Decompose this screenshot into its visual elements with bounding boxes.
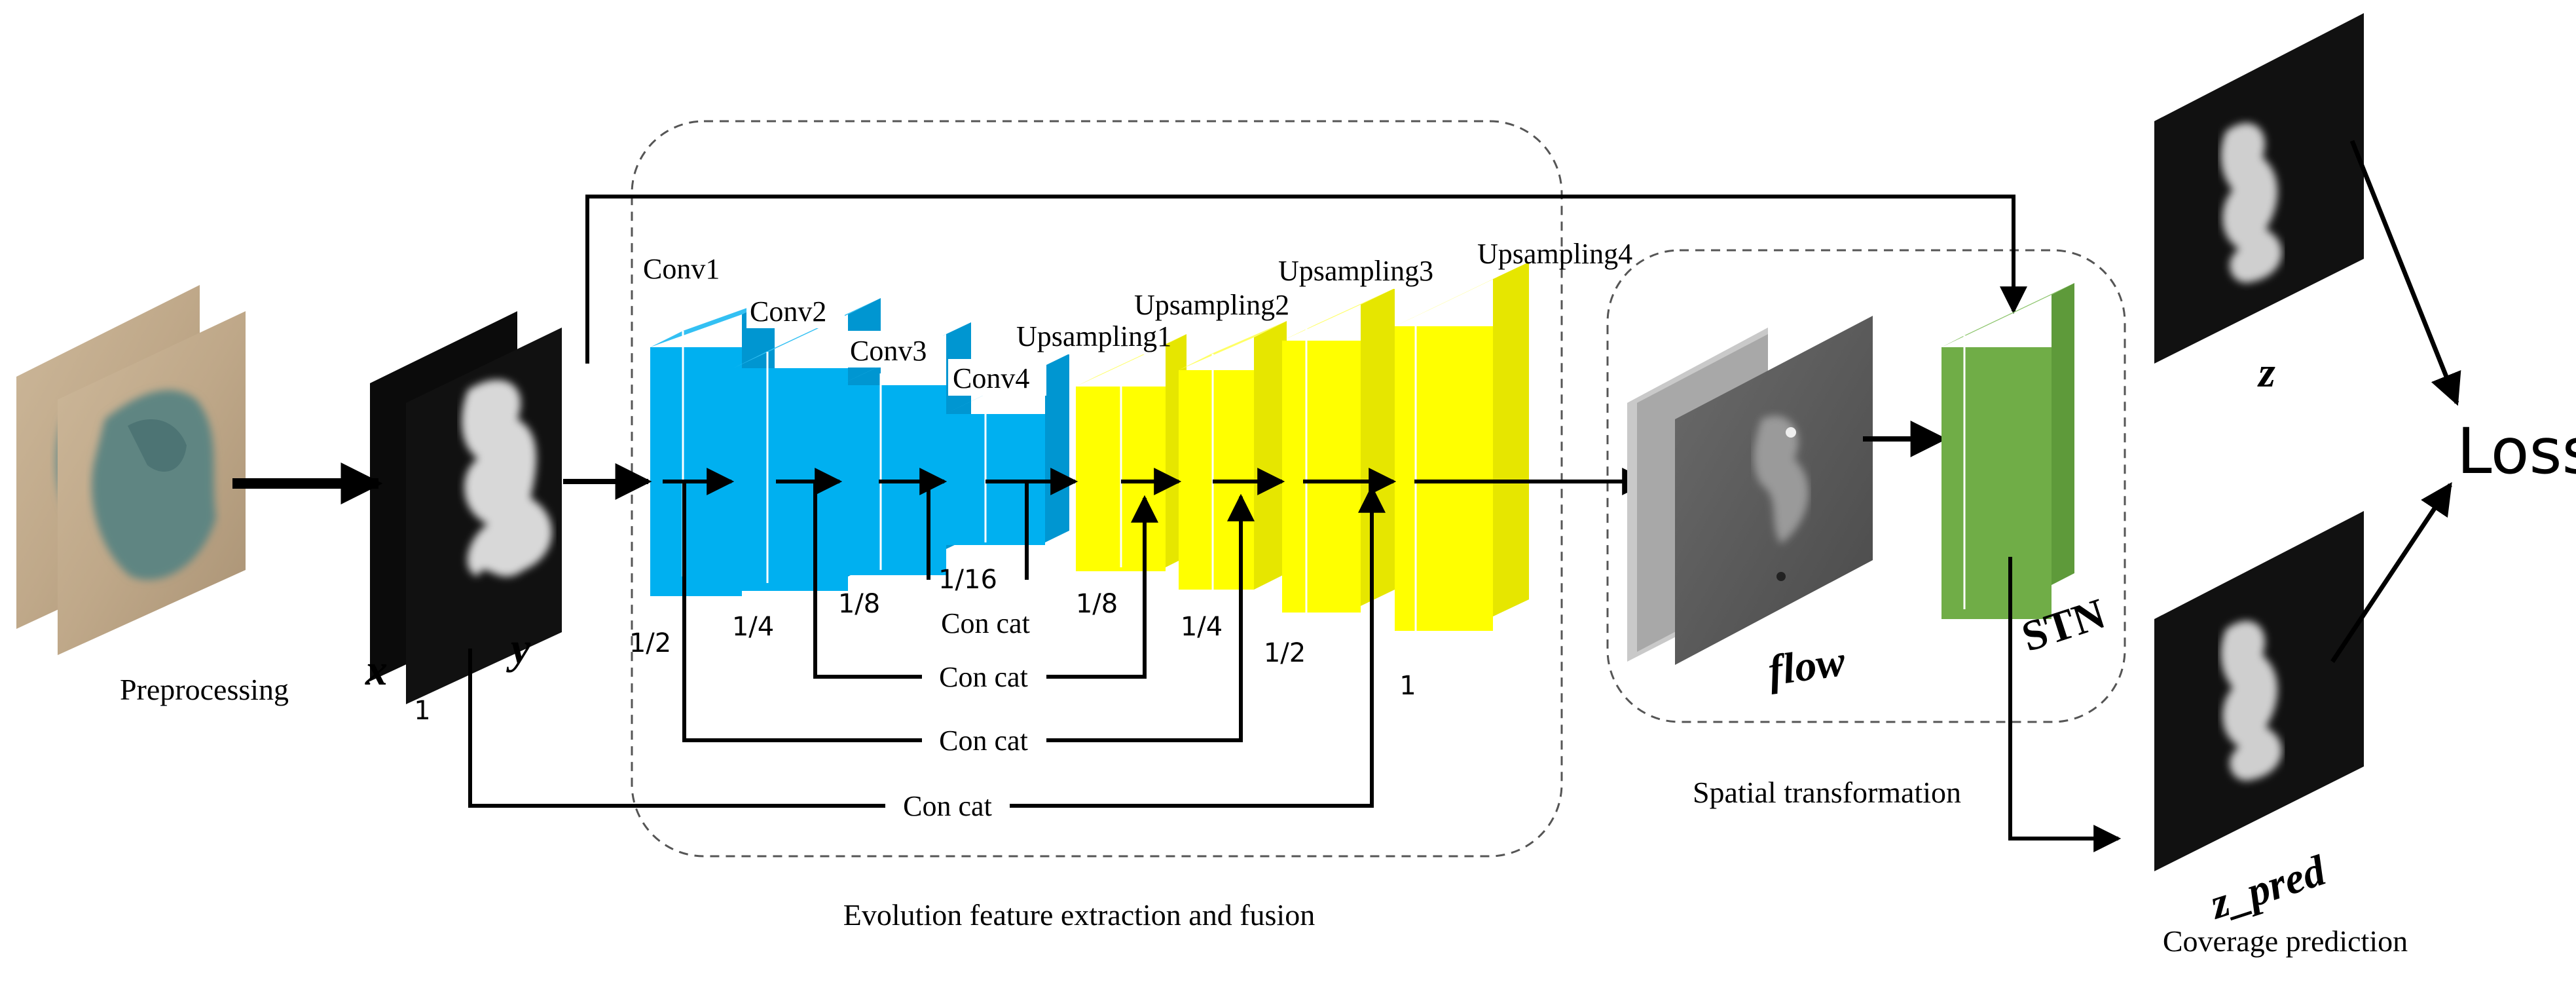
conv4-scale: 1/16 [938,565,997,595]
input-image-y [406,328,562,704]
upsampling2-scale: 1/4 [1181,612,1223,642]
stage-label-coverage: Coverage prediction [2163,924,2408,958]
loss-label: Loss [2457,415,2576,488]
input-label-y: y [506,623,531,673]
upsampling2-block [1179,321,1287,590]
conv1-label: Conv1 [643,253,720,285]
upsampling4-scale: 1 [1399,671,1416,701]
spatial-group-box [1606,249,2126,723]
z-label: z [2257,349,2275,396]
stage-label-evolution: Evolution feature extraction and fusion [843,898,1315,932]
conv3-label: Conv3 [850,335,927,367]
upsampling1-label: Upsampling1 [1016,320,1171,352]
upsampling3-label: Upsampling3 [1278,255,1433,287]
satellite-image-front [58,311,246,655]
stage-label-spatial: Spatial transformation [1693,776,1961,809]
skip-conv4-up1 [927,482,1029,580]
stage-label-preprocessing: Preprocessing [120,673,289,706]
evolution-group-box [631,120,1563,858]
concat-label-3: Con cat [939,725,1028,757]
input-scale-label: 1 [414,696,430,726]
conv2-scale: 1/4 [732,612,774,642]
conv4-label: Conv4 [953,362,1029,394]
arrow-stn-to-zpred [2008,557,2099,840]
bypass-input-to-stn [585,195,2015,364]
arrow-z-to-loss [2349,140,2461,406]
conv1-scale: 1/2 [629,628,671,658]
concat-label-2: Con cat [939,661,1028,693]
z-pred-image [2154,511,2364,871]
upsampling3-block [1282,288,1395,613]
upsampling2-label: Upsampling2 [1134,289,1289,321]
upsampling4-block [1395,262,1529,631]
upsampling1-block [1076,334,1187,571]
conv3-scale: 1/8 [838,589,880,619]
upsampling4-label: Upsampling4 [1477,238,1632,270]
stn-block [1941,283,2074,619]
upsampling3-scale: 1/2 [1264,638,1306,668]
z-pred-label: z_pred [2203,846,2332,929]
z-image [2154,13,2364,364]
concat-label-4: Con cat [903,790,992,822]
input-label-x: x [365,645,388,694]
concat-label-1: Con cat [941,607,1030,639]
upsampling1-scale: 1/8 [1076,589,1118,619]
arrow-zpred-to-loss [2330,482,2452,663]
flow-image-front [1675,316,1873,665]
conv2-label: Conv2 [750,295,826,328]
flow-label: flow [1765,637,1849,695]
